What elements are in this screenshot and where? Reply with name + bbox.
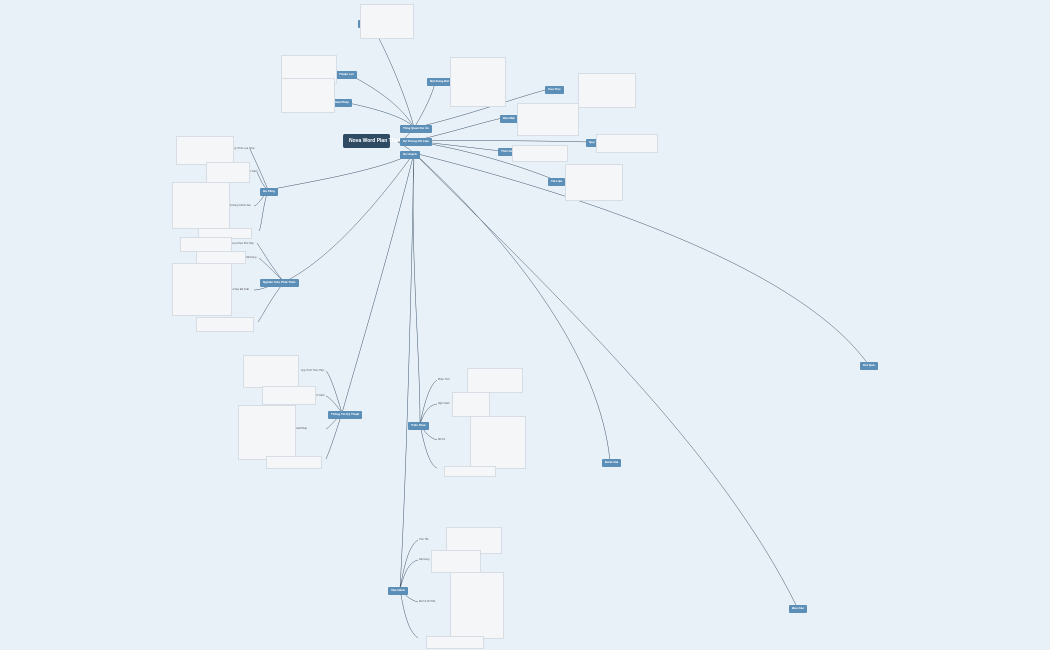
note-box <box>578 73 636 108</box>
branch-node-8[interactable]: Cấu Trúc <box>545 86 564 94</box>
leaf-label[interactable]: Nội Dung Chính Xác <box>228 204 251 207</box>
note-box <box>196 317 254 332</box>
note-box <box>281 78 335 113</box>
note-box <box>262 386 316 405</box>
branch-label: Báo Cáo <box>792 606 805 610</box>
note-box <box>176 136 234 165</box>
note-box <box>172 182 230 229</box>
leaf-label[interactable]: Tóm Tắt <box>419 538 429 541</box>
branch-label: Kế Hoạch <box>403 152 417 156</box>
leaf-label[interactable]: Lựa Chọn Đề Xuất <box>228 288 249 291</box>
leaf-label[interactable]: Nội Dung <box>246 256 257 259</box>
branch-label: Tài Liệu <box>551 179 563 183</box>
branch-node-20[interactable]: Báo Cáo <box>789 605 808 613</box>
branch-label: Thời Gian <box>501 149 516 153</box>
branch-node-2[interactable]: Hệ Thống Dữ Liệu <box>400 138 433 146</box>
branch-label: Bảo Mật <box>503 116 515 120</box>
branch-label: Thông Tin Kỹ Thuật <box>331 412 360 416</box>
note-box <box>444 466 496 477</box>
branch-node-3[interactable]: Kế Hoạch <box>400 151 420 159</box>
leaf-label[interactable]: Ngữ Cảnh <box>438 402 450 405</box>
branch-label: Tổng Quan Dự Án <box>403 126 429 130</box>
branch-node-16[interactable]: Triển Khai <box>408 422 429 430</box>
note-box <box>470 416 526 469</box>
branch-node-19[interactable]: Đánh Giá <box>602 459 622 467</box>
note-box <box>206 162 250 183</box>
branch-label: Nội Dung Bài Viết <box>430 79 456 83</box>
root-node[interactable]: Nova Word Plan Thiet <box>343 134 401 148</box>
note-box <box>512 145 568 162</box>
branch-label: Hạ Tầng <box>263 189 275 193</box>
note-box <box>431 550 481 573</box>
branch-node-7[interactable]: Nội Dung Bài Viết <box>427 78 459 86</box>
branch-node-18[interactable]: Kết Quả <box>860 362 878 370</box>
note-box <box>446 527 502 554</box>
branch-node-6[interactable]: Giải Pháp <box>332 99 352 107</box>
note-box <box>467 368 523 393</box>
branch-label: Triển Khai <box>411 423 426 427</box>
branch-node-9[interactable]: Bảo Mật <box>500 115 518 123</box>
branch-label: Thuận Lợi <box>339 72 354 76</box>
branch-label: Cấu Trúc <box>548 87 561 91</box>
branch-label: Nghiên Cứu Phát Triển <box>263 280 296 284</box>
note-box <box>266 456 322 469</box>
leaf-label[interactable]: Ngữ Cảnh <box>246 170 258 173</box>
branch-label: Đánh Giá <box>605 460 619 464</box>
branch-label: Vận Hành <box>391 588 405 592</box>
note-box <box>450 572 504 639</box>
branch-node-14[interactable]: Nghiên Cứu Phát Triển <box>260 279 299 287</box>
note-box <box>450 57 506 107</box>
branch-node-13[interactable]: Hạ Tầng <box>260 188 278 196</box>
note-box <box>596 134 658 153</box>
branch-node-11[interactable]: Thời Gian <box>498 148 519 156</box>
branch-node-17[interactable]: Vận Hành <box>388 587 408 595</box>
leaf-label[interactable]: Nội Dung <box>419 558 430 561</box>
leaf-label[interactable]: Mô Tả Chi Tiết <box>419 600 436 603</box>
leaf-label[interactable]: Quy Trình Lựa Chọn <box>232 147 255 150</box>
branch-node-1[interactable]: Tổng Quan Dự Án <box>400 125 432 133</box>
leaf-label[interactable]: Mô Tả <box>438 438 446 441</box>
note-box <box>565 164 623 201</box>
leaf-label[interactable]: Lựa Chọn Phù Hợp <box>232 242 254 245</box>
leaf-label[interactable]: Giải Pháp <box>296 427 307 430</box>
leaf-label[interactable]: Ngữ Cảnh <box>313 394 325 397</box>
root-title: Nova Word Plan Thiet <box>349 138 401 144</box>
branch-node-12[interactable]: Tài Liệu <box>548 178 566 186</box>
branch-label: Kết Quả <box>863 363 875 367</box>
branch-label: Hệ Thống Dữ Liệu <box>403 139 430 143</box>
note-box <box>426 636 484 649</box>
branch-node-5[interactable]: Thuận Lợi <box>336 71 357 79</box>
leaf-label[interactable]: Quy Trình Thực Hiện <box>301 369 325 372</box>
branch-label: Giải Pháp <box>335 100 349 104</box>
note-box <box>238 405 296 460</box>
note-box <box>180 237 232 252</box>
note-box <box>360 4 414 39</box>
note-box <box>452 392 490 417</box>
branch-node-15[interactable]: Thông Tin Kỹ Thuật <box>328 411 363 419</box>
note-box <box>243 355 299 388</box>
leaf-label[interactable]: Phân Tích <box>438 378 450 381</box>
note-box <box>172 263 232 316</box>
note-box <box>517 103 579 136</box>
